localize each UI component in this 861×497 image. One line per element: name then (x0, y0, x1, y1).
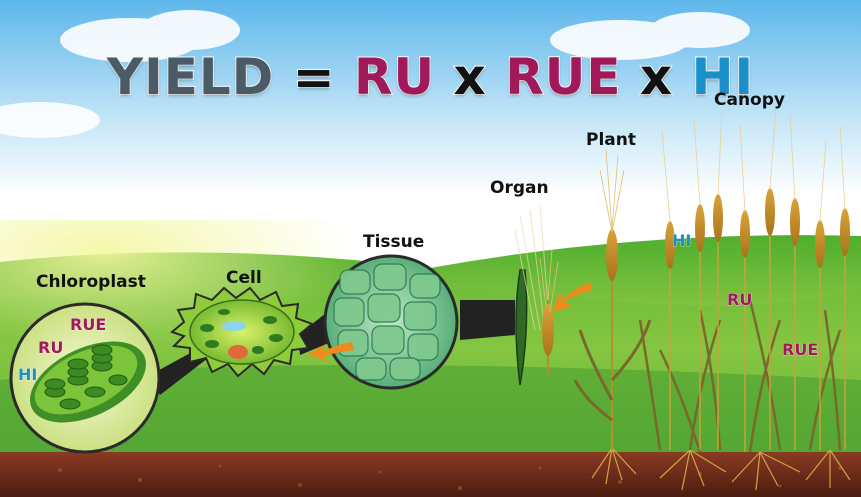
label-canopy: Canopy (714, 90, 785, 110)
label-chloroplast: Chloroplast (36, 272, 146, 292)
canopy-tag-ru: RU (727, 290, 752, 309)
chloroplast-tag-ru: RU (38, 338, 63, 357)
label-cell: Cell (226, 268, 262, 288)
equation-equals: = (293, 48, 336, 106)
canopy-tag-hi: HI (672, 231, 691, 250)
equation-times-2: x (640, 48, 673, 106)
equation-times-1: x (454, 48, 487, 106)
canopy-tag-rue: RUE (782, 340, 818, 359)
label-organ: Organ (490, 178, 549, 198)
equation-rue: RUE (505, 48, 621, 106)
chloroplast-tag-rue: RUE (70, 315, 106, 334)
equation-ru: RU (354, 48, 435, 106)
label-plant: Plant (586, 130, 636, 150)
chloroplast-tag-hi: HI (18, 365, 37, 384)
equation-yield: YIELD (107, 48, 274, 106)
label-tissue: Tissue (363, 232, 424, 252)
